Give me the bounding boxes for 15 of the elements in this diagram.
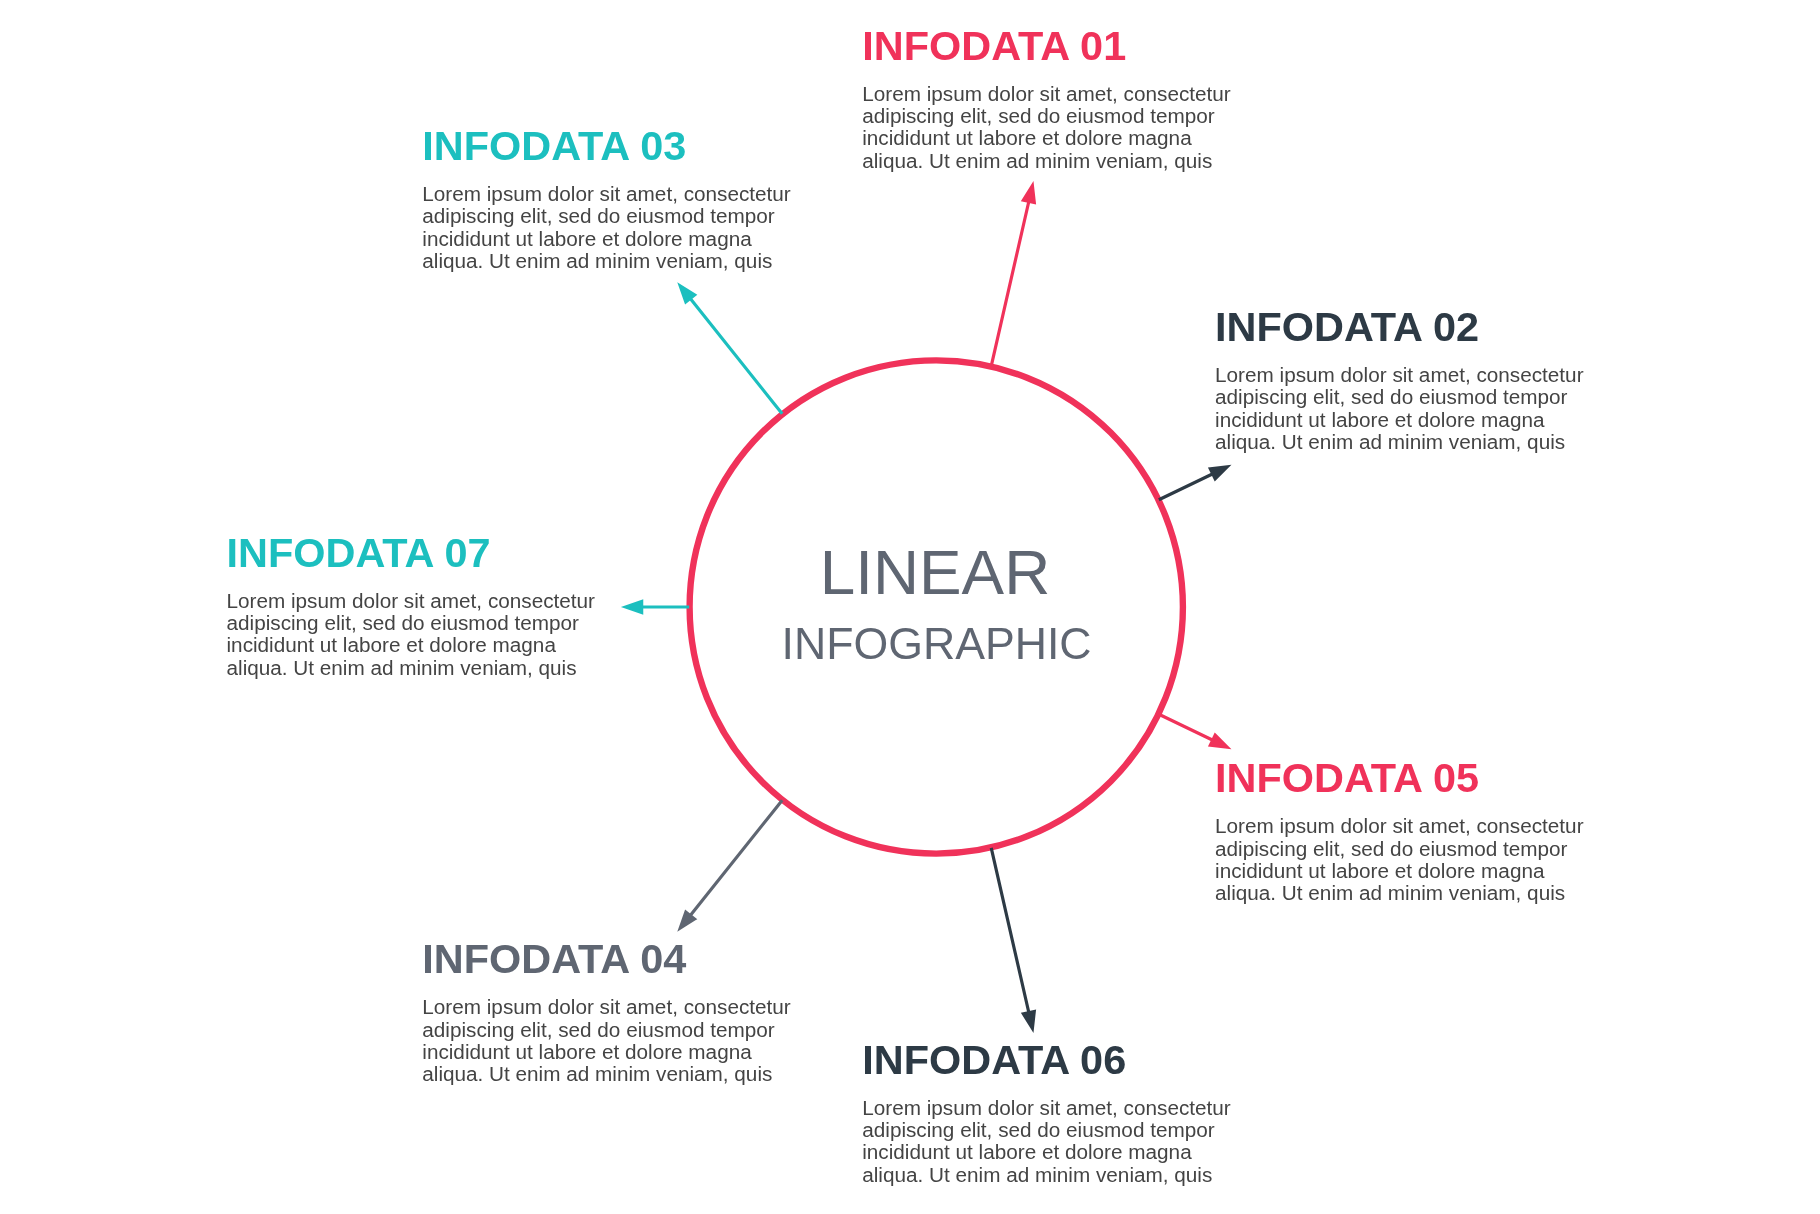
node-text: INFODATA 02 Lorem ipsum dolor sit amet, consectetur adipiscing elit, sed do eiusmod tempor incididunt ut labore et dolore magna aliqua. Ut enim ad minim veniam, quis: [1214, 303, 1584, 453]
node-text: INFODATA 04 Lorem ipsum dolor sit amet, consectetur adipiscing elit, sed do eiusmod tempor incididunt ut labore et dolore magna aliqua. Ut enim ad minim veniam, quis: [421, 935, 791, 1086]
node-circle: LINEAR INFOGRAPHIC: [685, 357, 1186, 857]
arrow: [676, 799, 783, 932]
node-text: INFODATA 06 Lorem ipsum dolor sit amet, consectetur adipiscing elit, sed do eiusmod tempor incididunt ut labore et dolore magna aliqua. Ut enim ad minim veniam, quis: [861, 1035, 1231, 1186]
arrow: [1157, 712, 1231, 750]
arrow: [620, 599, 689, 615]
node-text: INFODATA 03 Lorem ipsum dolor sit amet, consectetur adipiscing elit, sed do eiusmod tempor incididunt ut labore et dolore magna aliqua. Ut enim ad minim veniam, quis: [421, 122, 791, 273]
node-text: INFODATA 07 Lorem ipsum dolor sit amet, consectetur adipiscing elit, sed do eiusmod tempor incididunt ut labore et dolore magna aliqua. Ut enim ad minim veniam, quis: [226, 528, 595, 679]
arrow: [989, 847, 1036, 1033]
arrow: [1157, 464, 1231, 502]
arrow: [676, 282, 783, 415]
node-text: INFODATA 05 Lorem ipsum dolor sit amet, consectetur adipiscing elit, sed do eiusmod tempor incididunt ut labore et dolore magna aliqua. Ut enim ad minim veniam, quis: [1214, 754, 1584, 905]
node-text: INFODATA 01 Lorem ipsum dolor sit amet, consectetur adipiscing elit, sed do eiusmod tempor incididunt ut labore et dolore magna aliqua. Ut enim ad minim veniam, quis: [861, 21, 1231, 172]
arrow: [989, 181, 1036, 367]
